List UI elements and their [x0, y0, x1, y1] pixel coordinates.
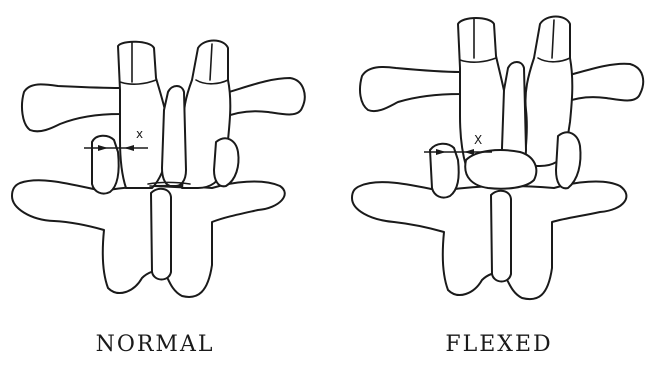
- flexed-right-facet: [556, 132, 581, 188]
- flexed-lower-spinous-process: [491, 191, 511, 282]
- flexed-vertebrae: X: [352, 17, 643, 300]
- normal-left-facet: [92, 136, 119, 194]
- panel-label-normal: NORMAL: [55, 332, 255, 357]
- normal-lower-spinous-process: [151, 189, 171, 280]
- normal-vertebrae: x: [12, 41, 305, 297]
- flexed-inferior-articular: [465, 150, 536, 189]
- normal-left-articular-column: [118, 42, 168, 188]
- flexed-left-articular-column: [458, 18, 508, 166]
- normal-right-facet: [214, 138, 239, 186]
- normal-upper-transverse-left: [22, 84, 120, 131]
- normal-distance-marker: x: [136, 127, 143, 141]
- flexed-distance-marker: X: [474, 133, 482, 147]
- flexed-upper-transverse-left: [360, 67, 460, 111]
- flexed-lower-vertebra: [352, 182, 626, 300]
- normal-lower-vertebra: [12, 180, 285, 297]
- normal-spinous-process: [162, 86, 186, 186]
- panel-label-flexed: FLEXED: [399, 332, 599, 357]
- normal-upper-transverse-right: [222, 78, 305, 118]
- flexed-upper-transverse-right: [566, 64, 643, 102]
